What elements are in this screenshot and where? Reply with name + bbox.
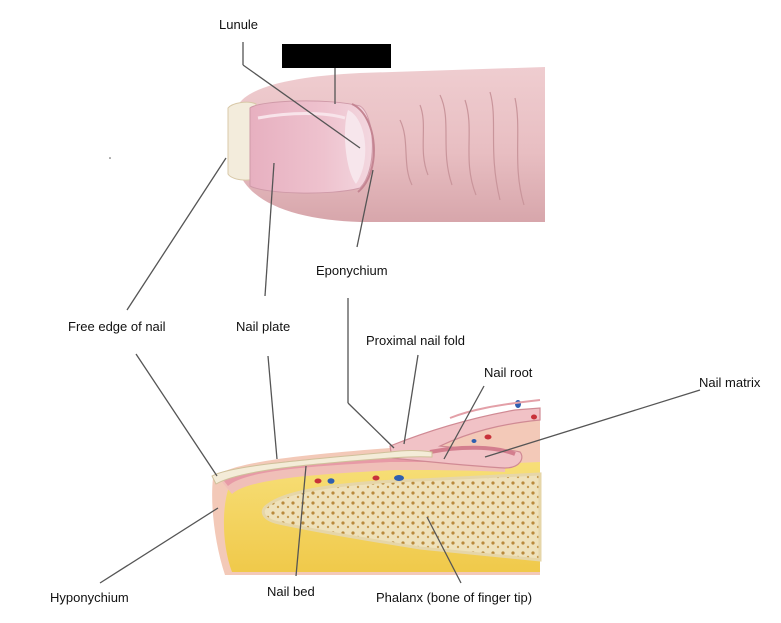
leader-nail-bed <box>295 465 307 577</box>
fold-dermis-line <box>449 399 541 419</box>
leader-lines <box>99 42 701 584</box>
lunule-shape <box>344 110 366 184</box>
phalanx-bone <box>261 472 542 562</box>
label-free-edge: Free edge of nail <box>68 319 166 334</box>
finger-top-view <box>227 67 545 222</box>
leader-nail-plate-section <box>267 355 278 460</box>
leader-lunule-b <box>242 64 361 149</box>
dermis-layer <box>222 455 505 494</box>
leader-hyponychium <box>99 507 219 584</box>
blood-vessels <box>314 400 537 484</box>
leader-phalanx <box>426 516 462 584</box>
label-phalanx: Phalanx (bone of finger tip) <box>376 590 533 605</box>
leader-eponychium-section-b <box>347 402 395 449</box>
leader-nail-matrix <box>484 389 701 458</box>
label-hyponychium: Hyponychium <box>50 590 129 605</box>
leader-nail-root <box>443 385 485 460</box>
nail-plate-top <box>249 100 373 194</box>
redaction-box <box>282 44 391 68</box>
label-proximal-fold: Proximal nail fold <box>366 333 465 348</box>
label-nail-bed: Nail bed <box>267 584 315 599</box>
nail-plate-section <box>211 450 433 485</box>
label-eponychium: Eponychium <box>316 263 388 278</box>
skin-wrinkles <box>399 91 525 206</box>
finger-cross-section <box>211 399 542 575</box>
leader-free-edge-section <box>135 353 218 477</box>
label-nail-root: Nail root <box>484 365 533 380</box>
label-nail-plate: Nail plate <box>236 319 291 334</box>
stray-dot <box>109 157 111 159</box>
nail-highlight <box>257 112 346 120</box>
leader-free-edge-top <box>126 157 227 311</box>
label-lunule: Lunule <box>219 17 259 32</box>
eponychium-edge <box>351 103 375 193</box>
leader-proximal-fold <box>403 354 419 445</box>
label-nail-matrix: Nail matrix <box>699 375 761 390</box>
leader-nail-plate-top <box>264 162 275 297</box>
leader-eponychium <box>356 169 374 248</box>
nail-root-shape <box>429 445 516 456</box>
